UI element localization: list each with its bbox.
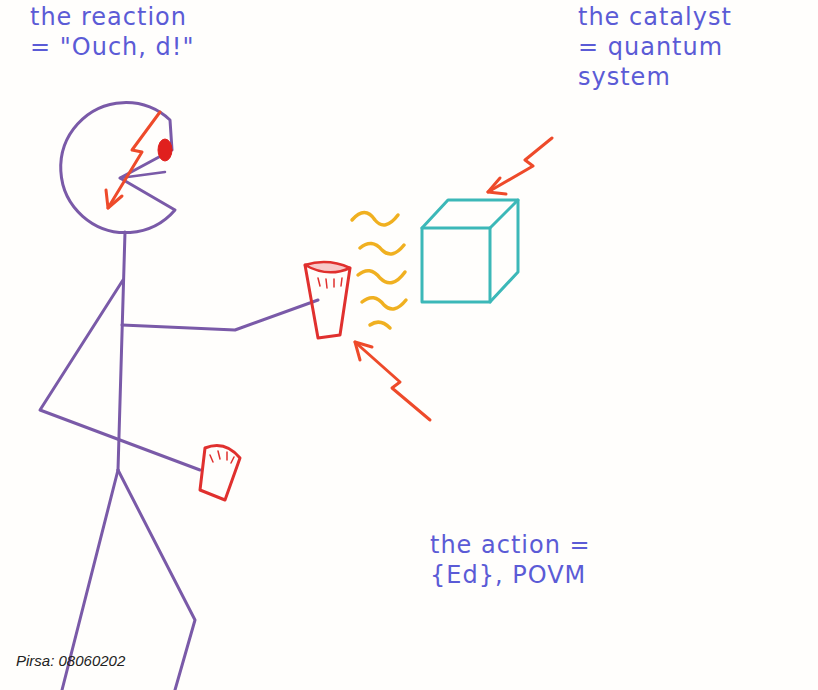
catalyst-label: the catalyst = quantum system [578, 2, 748, 92]
detector-scale [318, 278, 342, 288]
action-label: the action = {Ed}, POVM [430, 530, 630, 590]
detector-mouth [305, 262, 350, 272]
source-watermark: Pirsa: 08060202 [16, 652, 216, 670]
quantum-system-cube [422, 200, 518, 302]
interaction-waves [352, 213, 406, 329]
pointer-arrow [106, 112, 552, 420]
meter-on-body [200, 446, 240, 500]
body-line [118, 232, 125, 470]
right-leg [118, 470, 195, 690]
right-arm [122, 300, 318, 330]
detector-cone [305, 265, 350, 338]
left-arm [40, 280, 200, 470]
red-eye [158, 139, 172, 161]
reaction-label: the reaction = "Ouch, d!" [30, 2, 210, 62]
head-outline [61, 103, 175, 233]
meter-scale [210, 451, 234, 463]
